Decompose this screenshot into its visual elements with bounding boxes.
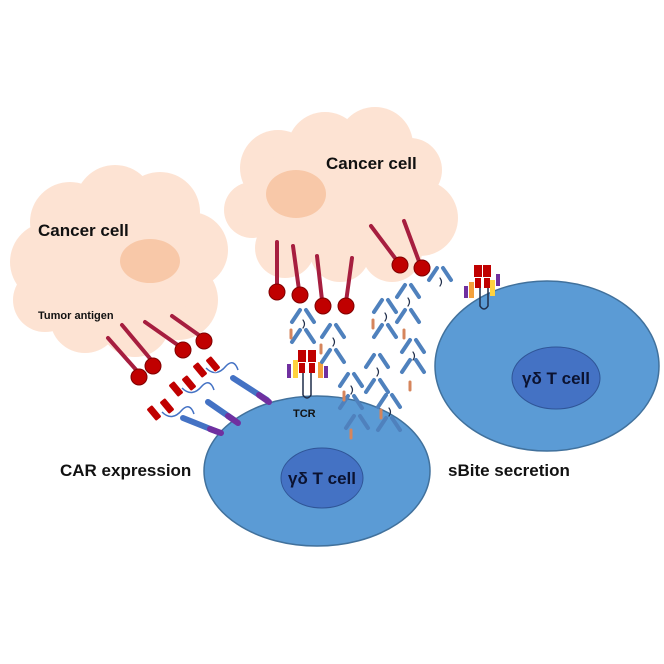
sbite-secretion-label: sBite secretion <box>448 461 570 480</box>
gd-t-cell-center <box>203 395 431 547</box>
gd-t-cell-center-label: γδ T cell <box>288 469 356 488</box>
tcr-label: TCR <box>293 408 316 420</box>
car-expression-label: CAR expression <box>60 461 191 480</box>
sbite-antibody-icon <box>289 266 453 440</box>
t-cell-nucleus-center <box>280 447 364 509</box>
tcr-complex-right <box>464 265 500 310</box>
t-cell-nucleus-right <box>511 346 601 410</box>
tumor-antigen-heads-left <box>130 332 213 386</box>
cancer-cell-top <box>224 107 458 282</box>
tumor-antigen-icon <box>106 314 205 374</box>
tcr-complex-icon <box>287 350 328 399</box>
cancer-nucleus-top <box>266 170 326 218</box>
tumor-antigen-label: Tumor antigen <box>38 310 114 322</box>
tumor-antigen-heads-top <box>268 256 431 315</box>
gd-t-cell-right-label: γδ T cell <box>522 369 590 388</box>
car-receptor-icon <box>146 355 272 436</box>
cancer-nucleus-left <box>120 239 180 283</box>
gd-t-cell-right <box>434 280 660 452</box>
cancer-cell-left <box>10 165 228 357</box>
tumor-antigen-stalks-top <box>275 219 422 304</box>
cancer-cell-left-label: Cancer cell <box>38 221 129 240</box>
cancer-cell-top-label: Cancer cell <box>326 154 417 173</box>
